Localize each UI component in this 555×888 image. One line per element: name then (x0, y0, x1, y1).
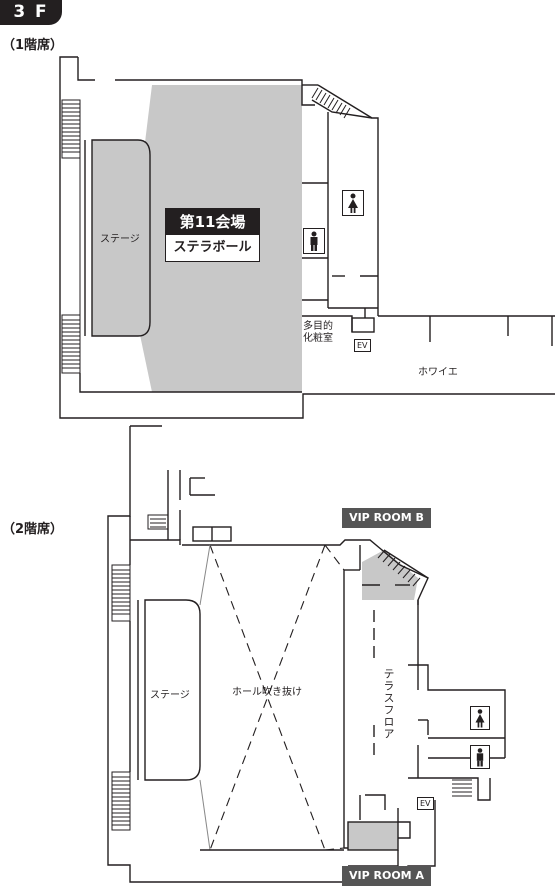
stairs-1f-right (311, 87, 351, 119)
atrium-label: ホール吹き抜け (232, 687, 302, 698)
multipurpose-line1: 多目的 (303, 321, 333, 332)
female-restroom-icon (470, 706, 490, 730)
vip-room-a-tag: VIP ROOM A (342, 866, 431, 886)
stage-1f (91, 139, 151, 337)
stage-label-2f: ステージ (150, 690, 190, 701)
hall-subtitle: ステラボール (173, 240, 252, 255)
level-label-1f: （1階席） (2, 38, 64, 53)
female-restroom-icon (342, 190, 364, 216)
stairs-1f-bottom (61, 314, 81, 374)
male-restroom-icon (470, 745, 490, 769)
level-label-2f: （2階席） (2, 522, 64, 537)
floor-badge: 3 F (0, 0, 62, 25)
terrace-floor-label: テラスフロア (382, 668, 395, 740)
male-restroom-icon (303, 228, 325, 254)
vip-room-b-tag: VIP ROOM B (342, 508, 431, 528)
multipurpose-line2: 化粧室 (303, 333, 333, 344)
stairs-2f-right (452, 779, 472, 797)
stairs-2f-bottom (111, 771, 131, 831)
hall-name: 第11会場 (166, 209, 259, 235)
vip-b-area (362, 550, 418, 600)
stairs-2f-top (111, 564, 131, 622)
hall-sign: 第11会場 ステラボール (165, 208, 260, 262)
elevator-label-1f: EV (354, 339, 371, 352)
multipurpose-restroom-label: 多目的 化粧室 (303, 321, 333, 345)
stage-2f (144, 599, 201, 781)
stage-label-1f: ステージ (100, 234, 140, 245)
stairs-vip-b (377, 549, 421, 587)
foyer-label: ホワイエ (418, 367, 458, 378)
elevator-label-2f: EV (417, 797, 434, 810)
atrium-void (199, 544, 345, 851)
stairs-1f-top (61, 99, 81, 159)
vip-a-area (348, 822, 398, 850)
